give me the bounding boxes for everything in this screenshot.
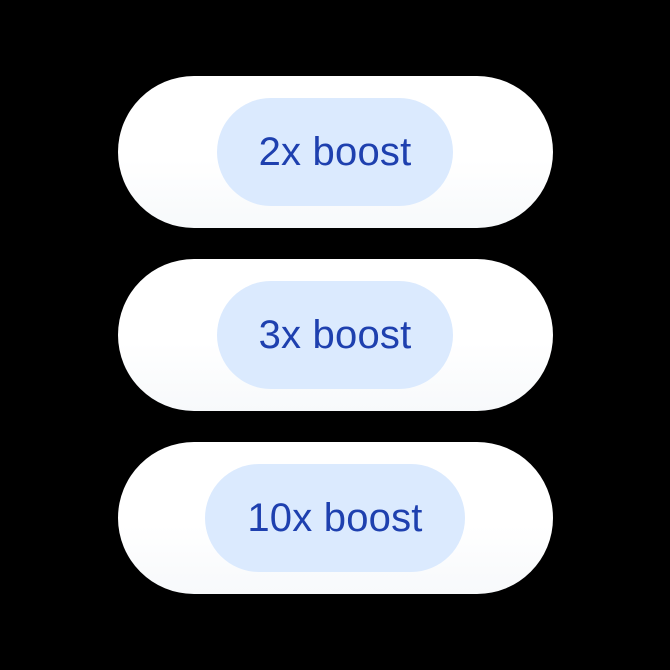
boost-button-3x[interactable]: 3x boost bbox=[117, 259, 553, 411]
boost-label: 2x boost bbox=[258, 130, 412, 174]
boost-label: 10x boost bbox=[247, 496, 423, 540]
boost-button-2x[interactable]: 2x boost bbox=[117, 76, 553, 228]
boost-label: 3x boost bbox=[258, 313, 412, 357]
boost-badge: 3x boost bbox=[216, 281, 454, 389]
boost-badge: 10x boost bbox=[205, 464, 465, 572]
boost-button-10x[interactable]: 10x boost bbox=[117, 442, 553, 594]
boost-badge: 2x boost bbox=[216, 98, 454, 206]
